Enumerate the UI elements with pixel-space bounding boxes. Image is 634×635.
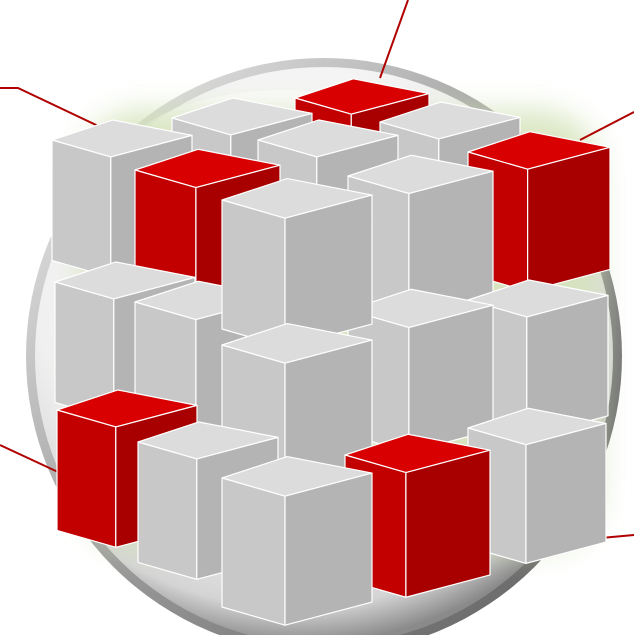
cube-right-face [526, 294, 609, 438]
callout-line-top [379, 0, 409, 79]
cube-gray-center-top [221, 177, 373, 348]
callout-line-upper-right [579, 111, 634, 141]
cube-right-face [405, 449, 491, 598]
cube-left-face [56, 409, 117, 548]
cube-left-face [137, 441, 198, 580]
cube-left-face [221, 199, 286, 348]
cube-right-face [284, 472, 373, 626]
cube-red-lower-right [344, 433, 491, 598]
cube-right-face [525, 422, 607, 564]
cube-left-face [51, 139, 112, 278]
cube-right-face [527, 146, 611, 292]
cube-right-face [284, 194, 373, 348]
cube-gray-front [221, 455, 373, 626]
cube-cluster [51, 78, 611, 626]
callout-line-lower-left [0, 444, 59, 473]
cube-left-face [221, 477, 286, 626]
